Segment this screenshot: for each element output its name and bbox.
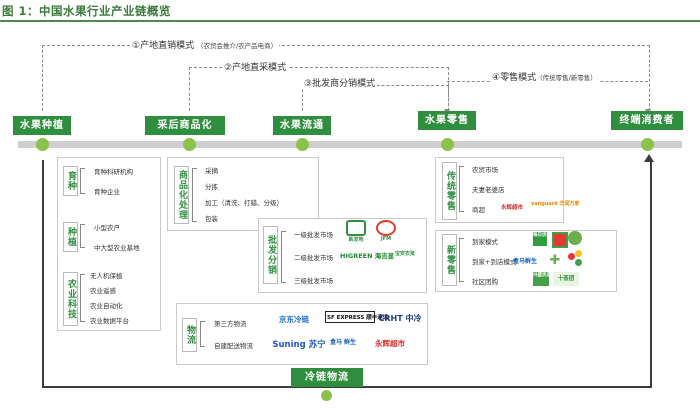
wholesale-brace (281, 231, 286, 283)
planting-brace (80, 224, 85, 248)
breeding-label: 育种 (63, 166, 78, 196)
stage-circulation: 水果流通 (273, 116, 331, 135)
new-retail-brace (459, 238, 464, 282)
title-rule (0, 20, 700, 22)
new-retail-item: 社区团购 (472, 278, 498, 286)
logistics-brace (200, 321, 205, 347)
jd-coldchain-logo: 京东冷链 (279, 315, 309, 324)
logistics-item: 自建配送物流 (214, 342, 253, 350)
postharvest-item: 分拣 (205, 183, 218, 191)
new-retail-panel (435, 230, 617, 292)
stage-planting: 水果种植 (13, 116, 71, 135)
suning-logo: Suning 苏宁 (272, 340, 326, 350)
cold-chain-node (321, 390, 332, 401)
loop-arrow (644, 154, 654, 162)
jfm-logo: JFM (373, 220, 399, 242)
planting-item: 中大型农业基地 (94, 244, 140, 252)
axis-node-planting (36, 138, 49, 151)
green-square-logo (552, 232, 568, 248)
wholesale-panel (258, 218, 427, 293)
colored-dots-logo (568, 250, 586, 268)
agritech-item: 农业数据平台 (90, 317, 129, 325)
stage-consumer: 终端消费者 (611, 111, 683, 130)
mode-3-label: ③批发商分销模式 (302, 76, 378, 89)
axis-node-consumer (641, 138, 654, 151)
baoan-logo: 宝安农批 (394, 251, 415, 257)
hema-retail-logo: 盒马鲜生 (512, 258, 537, 265)
crht-logo: CRHT 中冷 (378, 314, 422, 323)
logistics-panel (176, 303, 428, 365)
axis-node-circulation (296, 138, 309, 151)
traditional-retail-brace (459, 166, 464, 212)
traditional-retail-item: 夫妻老婆店 (472, 186, 505, 194)
traditional-retail-item: 商超 (472, 206, 485, 214)
mode-2-label: ②产地直采模式 (222, 60, 289, 73)
wholesale-item: 二级批发市场 (294, 254, 333, 262)
wholesale-label: 批发分销 (263, 226, 278, 284)
figure-title: 图 1：中国水果行业产业链概览 (2, 4, 172, 18)
cold-chain-label: 冷链物流 (291, 368, 363, 387)
traditional-retail-item: 农贸市场 (472, 166, 498, 174)
wholesale-item: 一级批发市场 (294, 231, 333, 239)
vanguard-logo: vanguard 华润万家 (531, 201, 580, 207)
xinfadi-logo: 新发地 (343, 220, 369, 243)
hema-logo: 盒马 鲜生 (329, 339, 357, 346)
planting-item: 小型农户 (94, 224, 120, 232)
mode-1-label: ①产地直销模式 （农贸会推介/农产品电商） (130, 38, 280, 51)
sf-express-logo: SF EXPRESS 顺丰速运 (325, 311, 388, 323)
breeding-item: 育种科研机构 (94, 168, 133, 176)
agritech-item: 农业自动化 (90, 302, 123, 310)
planting-label: 种植 (63, 222, 78, 252)
yonghui-logo: 永辉超市 (375, 339, 405, 348)
green-cross-logo: ✚ (549, 253, 561, 268)
stage-postharvest: 采后商品化 (145, 116, 225, 135)
breeding-brace (80, 168, 85, 194)
new-retail-label: 新零售 (442, 234, 457, 286)
missfresh-logo: 每日优鲜 (533, 232, 551, 246)
agritech-item: 农业遥感 (90, 287, 116, 295)
green-leaf-logo (568, 231, 582, 245)
mode-1-line (42, 45, 650, 111)
shihuituan-logo: 十荟团 (553, 272, 579, 286)
postharvest-item: 包装 (205, 215, 218, 223)
postharvest-label: 商品化处理 (174, 166, 189, 224)
new-retail-item: 到家+到店模式 (472, 258, 517, 266)
higreen-logo: HIGREEN 海吉星 (340, 252, 395, 260)
axis-node-postharvest (183, 138, 196, 151)
yonghui-retail-logo: 永辉超市 (500, 205, 523, 211)
breeding-item: 育种企业 (94, 188, 120, 196)
agritech-item: 无人机保植 (90, 272, 123, 280)
axis-node-retail (441, 138, 454, 151)
cold-chain-loop (42, 160, 652, 388)
chain-axis (18, 141, 682, 148)
mode-4-label: ④零售模式（传统零售/新零售） (490, 70, 599, 83)
new-retail-item: 到家模式 (472, 238, 498, 246)
stage-retail: 水果零售 (418, 111, 476, 130)
postharvest-item: 采摘 (205, 167, 218, 175)
postharvest-item: 加工（清洗、打蜡、分级） (205, 199, 283, 207)
agritech-brace (80, 274, 85, 322)
logistics-item: 第三方物流 (214, 320, 247, 328)
wholesale-item: 三级批发市场 (294, 277, 333, 285)
traditional-retail-label: 传统零售 (442, 162, 457, 220)
agritech-label: 农业科技 (63, 272, 78, 326)
postharvest-brace (192, 168, 197, 222)
logistics-label: 物流 (182, 318, 197, 352)
xingsheng-logo: 兴盛优选 (533, 272, 551, 286)
